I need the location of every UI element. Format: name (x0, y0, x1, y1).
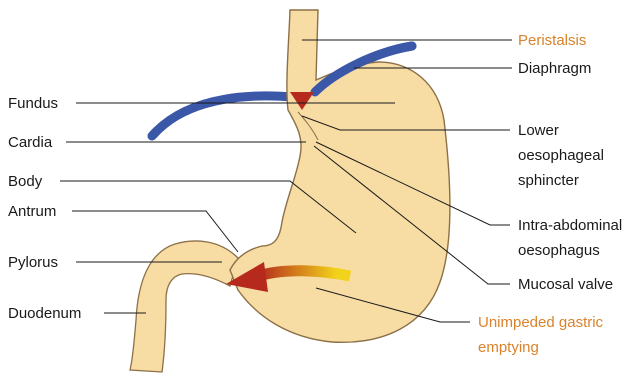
label-les-line1: Lower (518, 122, 559, 139)
label-intra-line2: oesophagus (518, 242, 600, 259)
label-duodenum: Duodenum (8, 305, 81, 322)
label-cardia: Cardia (8, 134, 53, 151)
label-intra-line1: Intra-abdominal (518, 217, 622, 234)
label-les-line2: oesophageal (518, 147, 604, 164)
label-antrum: Antrum (8, 203, 56, 220)
emptying-arrow-shaft (258, 271, 350, 276)
label-body: Body (8, 173, 43, 190)
label-emptying-line1: Unimpeded gastric (478, 314, 604, 331)
stomach-body (230, 10, 450, 342)
label-emptying-line2: emptying (478, 339, 539, 356)
duodenum (130, 241, 238, 372)
label-diaphragm: Diaphragm (518, 60, 591, 77)
label-fundus: Fundus (8, 95, 58, 112)
label-peristalsis: Peristalsis (518, 32, 586, 49)
label-mucosal-valve: Mucosal valve (518, 276, 613, 293)
label-pylorus: Pylorus (8, 254, 58, 271)
label-les-line3: sphincter (518, 172, 579, 189)
